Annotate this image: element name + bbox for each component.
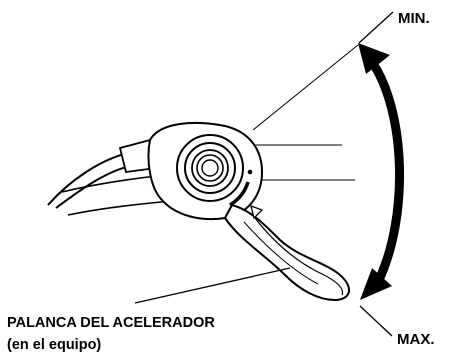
pivot-knob xyxy=(176,134,244,202)
lever-arm xyxy=(223,203,350,302)
swing-range-lines xyxy=(252,44,359,181)
throttle-lever-label: PALANCA DEL ACELERADOR xyxy=(7,315,215,331)
range-double-arrow-icon xyxy=(358,43,405,300)
throttle-cable xyxy=(47,138,158,209)
lever-grip-contour-inner xyxy=(243,221,319,285)
max-leader-line xyxy=(359,305,393,337)
indicator-dot xyxy=(247,169,253,175)
max-label: MAX. xyxy=(397,331,435,348)
triangle-marker-icon xyxy=(250,204,264,220)
lever-leader-line xyxy=(134,267,291,304)
min-leader-line xyxy=(358,11,394,44)
min-label: MIN. xyxy=(398,10,430,27)
throttle-lever-sublabel: (en el equipo) xyxy=(7,337,102,353)
indicator-arc xyxy=(229,181,250,207)
lever-grip-contour xyxy=(254,217,344,296)
